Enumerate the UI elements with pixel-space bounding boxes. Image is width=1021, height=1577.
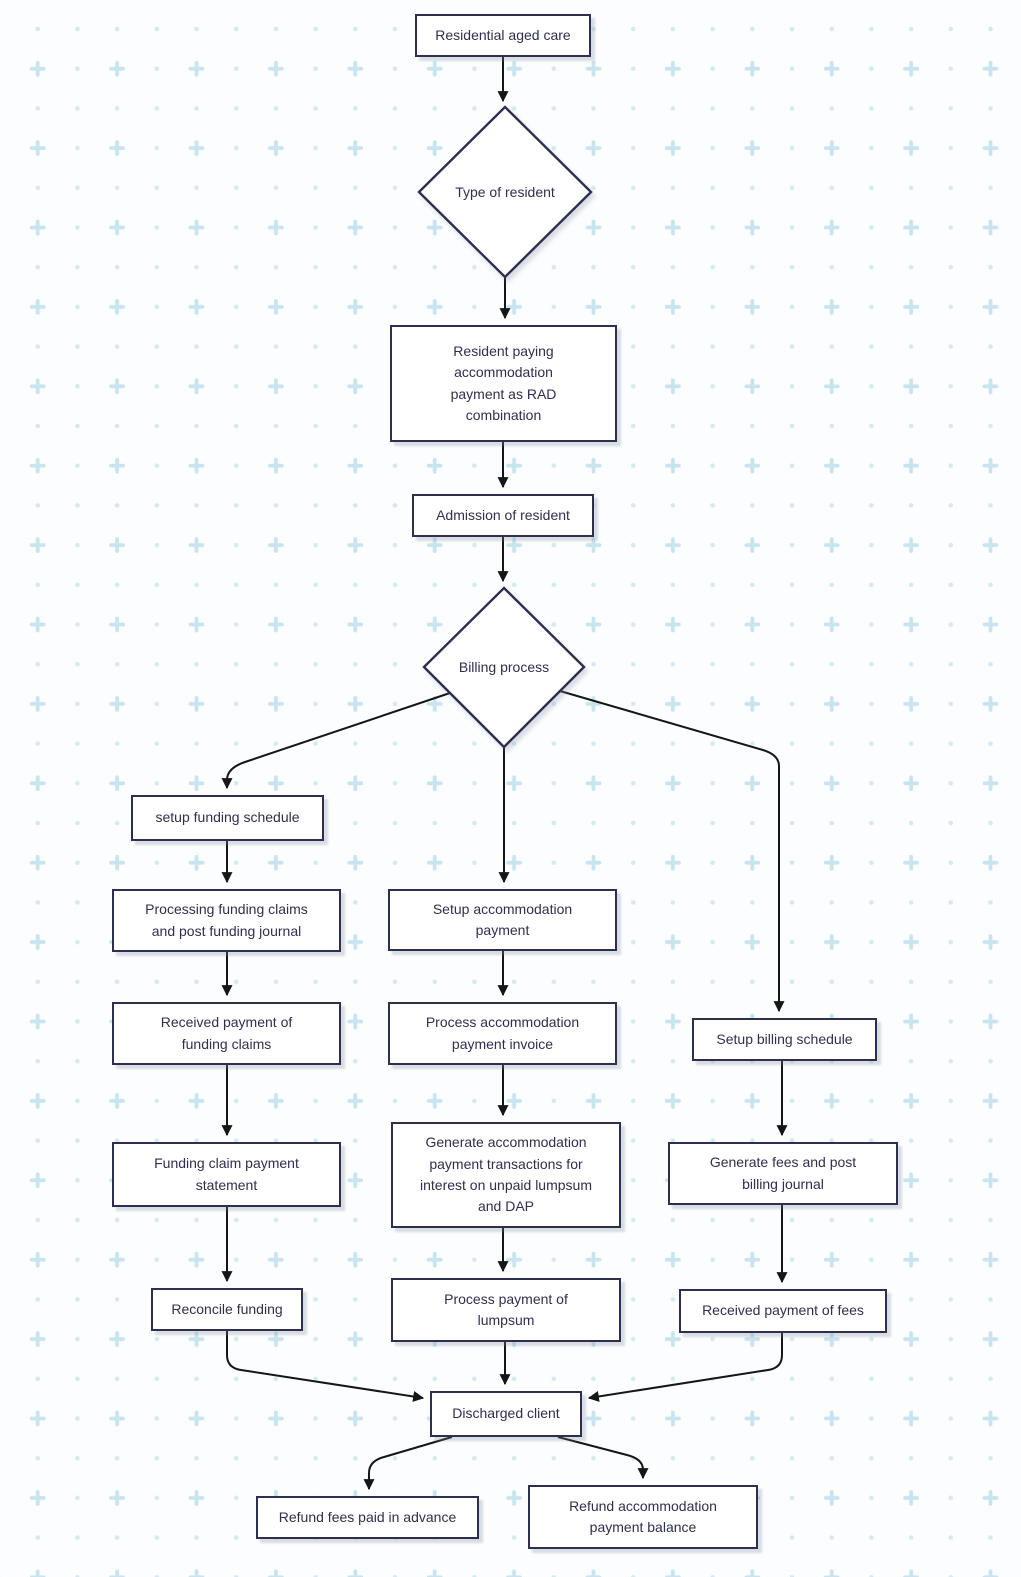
node-generate-accommodation-transactions: Generate accommodation payment transacti… [391,1122,621,1228]
node-label: setup funding schedule [155,809,300,826]
node-setup-funding-schedule: setup funding schedule [131,795,324,841]
edge-fees-discharged [587,1333,783,1402]
node-generate-fees-post-billing-journal: Generate fees and post billing journal [668,1142,898,1205]
node-reconcile-funding: Reconcile funding [151,1288,303,1331]
node-label: Reconcile funding [171,1300,283,1317]
node-resident-paying-rad: Resident paying accommodation payment as… [390,325,617,442]
node-received-payment-funding-claims: Received payment of funding claims [112,1002,341,1065]
node-label: Processing funding claims and post fundi… [145,901,308,939]
node-label: Received payment of funding claims [160,1014,293,1052]
node-label: Setup accommodation payment [432,900,573,938]
node-admission-of-resident: Admission of resident [412,494,594,537]
edge-discharged-refund-fees [363,1436,453,1491]
node-label: Received payment of fees [702,1302,864,1319]
edge-billing-setup-billing [559,690,785,1013]
node-label: Discharged client [452,1405,560,1422]
node-received-payment-of-fees: Received payment of fees [679,1289,887,1333]
decision-billing-process-shape [422,586,586,749]
node-process-accommodation-payment-invoice: Process accommodation payment invoice [388,1002,617,1065]
node-label: Funding claim payment statement [154,1155,299,1193]
edge-reconcile-discharged [226,1331,425,1402]
node-residential-aged-care: Residential aged care [415,14,591,57]
node-label: Generate fees and post billing journal [709,1154,857,1192]
node-label: Process payment of lumpsum [444,1290,568,1328]
node-label: Admission of resident [436,506,570,523]
node-discharged-client: Discharged client [430,1391,582,1437]
node-label: Generate accommodation payment transacti… [420,1134,592,1215]
node-setup-accommodation-payment: Setup accommodation payment [388,889,617,951]
node-refund-fees-paid-in-advance: Refund fees paid in advance [256,1496,479,1539]
node-label: Refund fees paid in advance [278,1508,457,1525]
node-setup-billing-schedule: Setup billing schedule [692,1018,877,1061]
node-refund-accommodation-payment-balance: Refund accommodation payment balance [528,1485,758,1549]
node-funding-claim-payment-statement: Funding claim payment statement [112,1142,341,1207]
node-label: Process accommodation payment invoice [425,1014,580,1052]
node-process-payment-of-lumpsum: Process payment of lumpsum [391,1278,621,1342]
node-label: Resident paying accommodation payment as… [450,342,557,423]
node-label: Setup billing schedule [716,1030,853,1047]
decision-type-of-resident-shape [417,105,593,279]
node-label: Refund accommodation payment balance [569,1497,717,1535]
node-processing-funding-claims: Processing funding claims and post fundi… [112,889,341,952]
node-label: Residential aged care [435,26,571,43]
edge-billing-setup-funding [221,692,451,790]
edge-discharged-refund-accom [557,1436,649,1480]
